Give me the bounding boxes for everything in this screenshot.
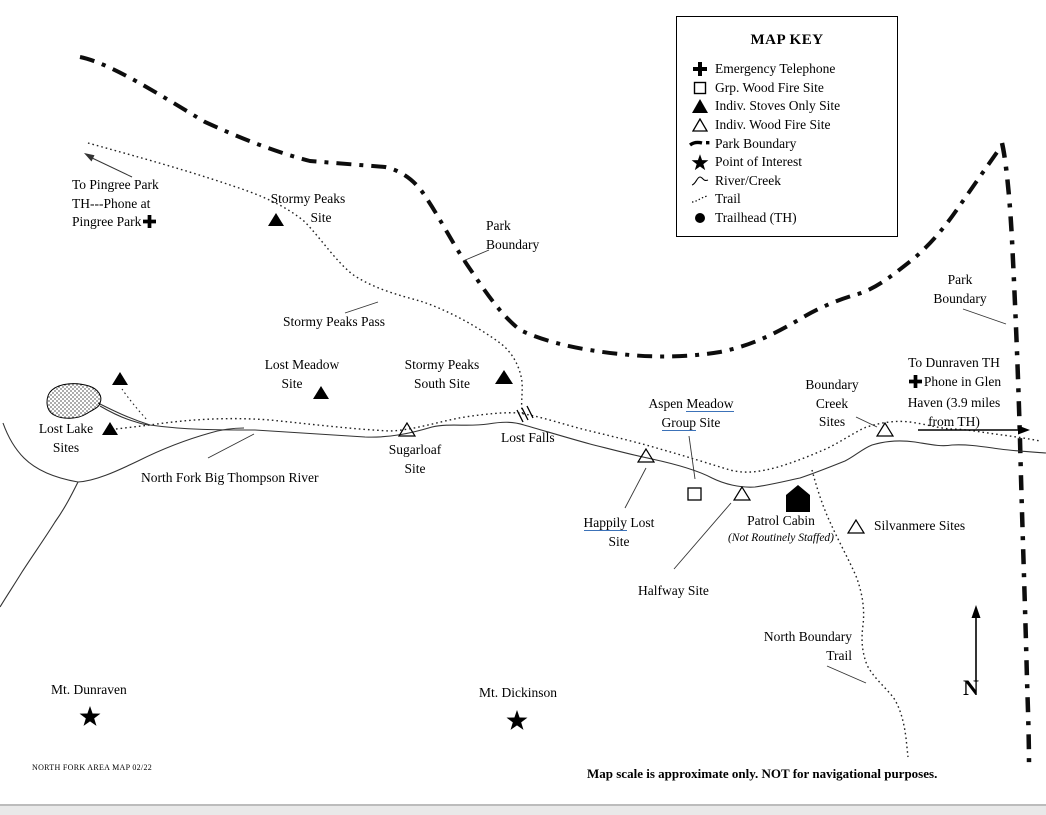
lost-lake-label: Lost Lake Sites — [38, 421, 94, 455]
river-creek-icon — [685, 174, 715, 188]
stoves-site-marker-lost-lake-upper — [112, 372, 128, 385]
pingree-line1: To Pingree Park — [72, 177, 159, 192]
halfway-site-label: Halfway Site — [638, 583, 709, 598]
patrol-cabin-label: Patrol Cabin (Not Routinely Staffed) — [727, 513, 835, 544]
dunraven-th-label: To Dunraven TH Phone in Glen Haven (3.9 … — [907, 355, 1002, 429]
key-row-wood-fire: Indiv. Wood Fire Site — [677, 116, 897, 135]
lost-falls-label: Lost Falls — [501, 430, 555, 445]
emergency-telephone-icon — [143, 215, 157, 234]
map-id-text: NORTH FORK AREA MAP 02/22 — [32, 763, 153, 772]
boundary-creek-label: Boundary Creek Sites — [805, 377, 859, 429]
key-row-group-wood-fire: Grp. Wood Fire Site — [677, 79, 897, 98]
poi-star-mt-dickinson — [506, 710, 528, 730]
lost-meadow-label: Lost Meadow Site — [264, 357, 340, 391]
point-of-interest-icon — [685, 153, 715, 171]
aspen-leader — [688, 435, 696, 480]
trail-north-fork — [115, 412, 1041, 473]
wood-fire-marker-silvanmere — [846, 518, 866, 534]
north-boundary-trail-label: North Boundary Trail — [763, 629, 852, 663]
key-label: Grp. Wood Fire Site — [715, 79, 824, 95]
boundary-creek-leader — [855, 416, 878, 428]
north-letter: N — [963, 675, 979, 700]
key-row-emergency-telephone: Emergency Telephone — [677, 60, 897, 79]
trailhead-icon — [685, 212, 715, 224]
boundary-right-leader — [962, 308, 1007, 325]
group-site-marker-aspen-meadow — [687, 487, 702, 501]
key-label: Indiv. Stoves Only Site — [715, 98, 841, 114]
boundary-mid-leader — [462, 249, 490, 262]
wood-fire-marker-boundary-creek — [875, 421, 895, 437]
silvanmere-label: Silvanmere Sites — [874, 518, 966, 533]
park-boundary-right-label: Park Boundary — [933, 272, 987, 306]
park-boundary-line-east — [999, 142, 1032, 765]
patrol-cabin-marker — [786, 485, 810, 512]
key-label: Point of Interest — [715, 154, 802, 170]
key-label: Emergency Telephone — [715, 61, 836, 77]
key-row-trailhead: Trailhead (TH) — [677, 209, 897, 228]
wood-fire-marker-sugarloaf — [397, 421, 417, 437]
scale-disclaimer-text: Map scale is approximate only. NOT for n… — [587, 766, 938, 781]
north-fork-river-label: North Fork Big Thompson River — [141, 470, 319, 485]
aspen-meadow-label: Aspen Meadow Group Site — [648, 396, 734, 431]
viewer-bottom-bar — [0, 804, 1046, 815]
wood-fire-icon — [685, 118, 715, 132]
stormy-peaks-south-label: Stormy Peaks South Site — [404, 357, 480, 391]
key-row-park-boundary: Park Boundary — [677, 134, 897, 153]
key-row-trail: Trail — [677, 190, 897, 209]
wood-fire-marker-happily-lost — [636, 447, 656, 463]
poi-star-mt-dunraven — [79, 706, 101, 726]
mt-dunraven-label: Mt. Dunraven — [51, 682, 127, 697]
emergency-telephone-icon — [908, 374, 922, 393]
park-boundary-mid-label: Park Boundary — [486, 218, 540, 252]
north-boundary-trail-leader — [826, 665, 867, 684]
park-boundary-line — [79, 55, 1002, 359]
north-arrow — [971, 605, 981, 681]
sugarloaf-label: Sugarloaf Site — [388, 442, 442, 476]
halfway-leader — [673, 502, 732, 570]
happily-leader — [624, 467, 647, 509]
trail-stormy-peaks-pass — [87, 142, 524, 416]
key-label: River/Creek — [715, 172, 781, 188]
pass-label-leader — [344, 301, 379, 314]
group-wood-fire-icon — [685, 81, 715, 95]
stoves-site-marker-lost-lake — [102, 422, 118, 435]
pingree-label: To Pingree Park TH---Phone at Pingree Pa… — [72, 176, 159, 234]
pingree-line2: TH---Phone at — [72, 195, 151, 211]
stoves-site-marker-stormy-south — [495, 370, 513, 384]
happily-lost-label: Happily Lost Site — [583, 515, 655, 549]
trail-lost-lake-spur — [121, 388, 149, 422]
trail-icon — [685, 193, 715, 205]
park-boundary-icon — [685, 139, 715, 149]
pingree-line3: Pingree Park — [72, 213, 159, 234]
stormy-peaks-site-label: Stormy Peaks Site — [270, 191, 346, 225]
stormy-peaks-pass-label: Stormy Peaks Pass — [283, 314, 386, 329]
map-key-box: MAP KEY Emergency Telephone Grp. Wood Fi… — [676, 16, 898, 237]
wood-fire-marker-halfway — [732, 485, 752, 501]
emergency-telephone-icon — [685, 62, 715, 77]
river-lake-outlet — [99, 405, 151, 426]
river-southwest-branch — [0, 481, 79, 608]
key-label: Park Boundary — [715, 135, 797, 151]
leader-lines — [207, 249, 1007, 684]
lost-lake — [46, 383, 102, 419]
key-row-point-of-interest: Point of Interest — [677, 153, 897, 172]
stoves-site-marker-stormy-peaks — [268, 213, 284, 226]
stoves-only-icon — [685, 99, 715, 114]
pingree-arrow — [84, 153, 133, 178]
dunraven-arrow — [918, 425, 1030, 435]
key-label: Trailhead (TH) — [715, 210, 797, 226]
river-label-leader — [207, 433, 255, 459]
map-key-title: MAP KEY — [750, 32, 824, 48]
key-label: Indiv. Wood Fire Site — [715, 117, 831, 133]
lost-falls-marks — [516, 405, 534, 423]
stoves-site-marker-lost-meadow — [313, 386, 329, 399]
key-row-stoves-only: Indiv. Stoves Only Site — [677, 97, 897, 116]
river-connector — [77, 427, 245, 483]
key-row-river-creek: River/Creek — [677, 172, 897, 191]
key-label: Trail — [715, 191, 741, 207]
river-tributary-northwest — [2, 422, 79, 483]
mt-dickinson-label: Mt. Dickinson — [479, 685, 558, 700]
